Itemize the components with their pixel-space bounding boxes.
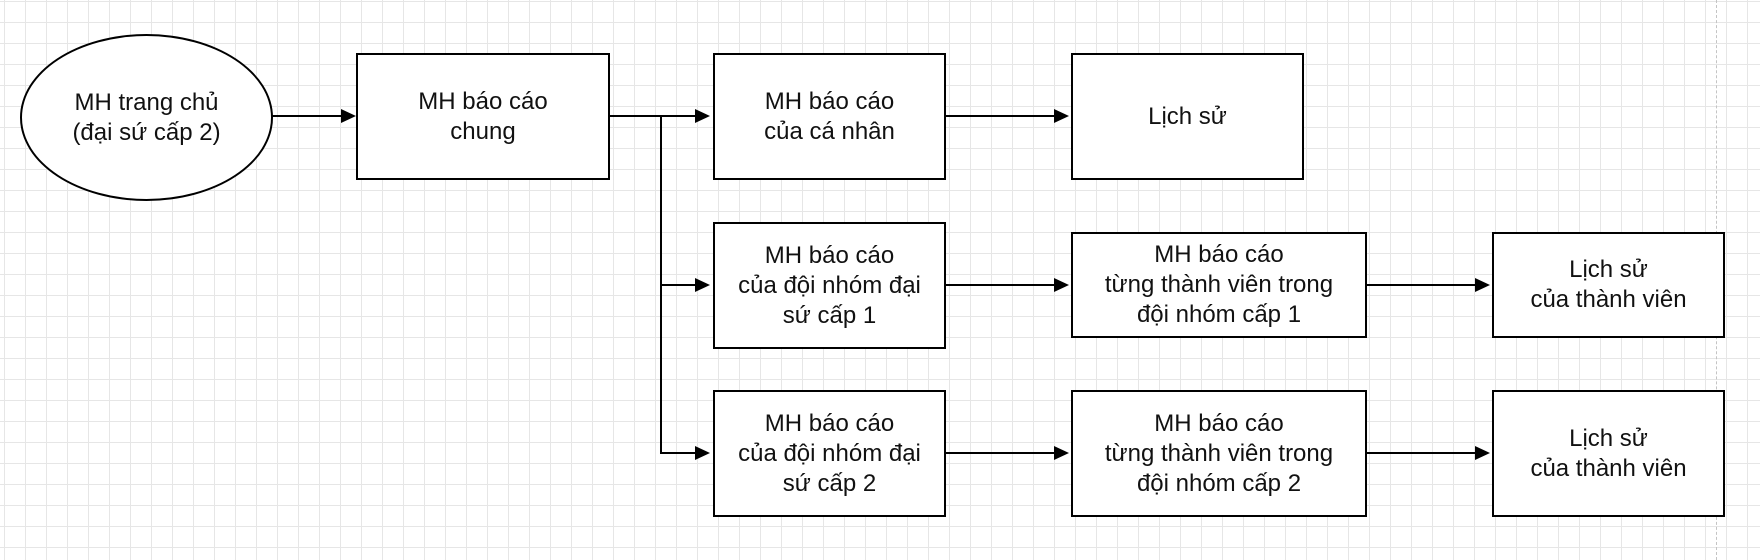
arrowhead-history [1054,109,1069,123]
arrowhead-team2-member-history [1475,446,1490,460]
edge-general-to-team2-report [660,285,699,454]
arrowhead-team1-member-report [1054,278,1069,292]
node-home-screen[interactable]: MH trang chủ (đại sứ cấp 2) [20,34,273,201]
arrowhead-personal-report [695,109,710,123]
arrowhead-team2-member-report [1054,446,1069,460]
node-personal-report[interactable]: MH báo cáo của cá nhân [713,53,946,180]
node-team2-member-report[interactable]: MH báo cáo từng thành viên trong đội nhó… [1071,390,1367,517]
node-team2-report[interactable]: MH báo cáo của đội nhóm đại sứ cấp 2 [713,390,946,517]
node-general-report[interactable]: MH báo cáo chung [356,53,610,180]
arrowhead-team1-member-history [1475,278,1490,292]
arrowhead-general-report [341,109,356,123]
edge-general-to-team1-report [609,115,699,286]
node-history[interactable]: Lịch sử [1071,53,1304,180]
node-team1-member-history[interactable]: Lịch sử của thành viên [1492,232,1725,338]
arrowhead-team2-report [695,446,710,460]
node-team2-member-history[interactable]: Lịch sử của thành viên [1492,390,1725,517]
node-team1-member-report[interactable]: MH báo cáo từng thành viên trong đội nhó… [1071,232,1367,338]
arrowhead-team1-report [695,278,710,292]
node-team1-report[interactable]: MH báo cáo của đội nhóm đại sứ cấp 1 [713,222,946,349]
